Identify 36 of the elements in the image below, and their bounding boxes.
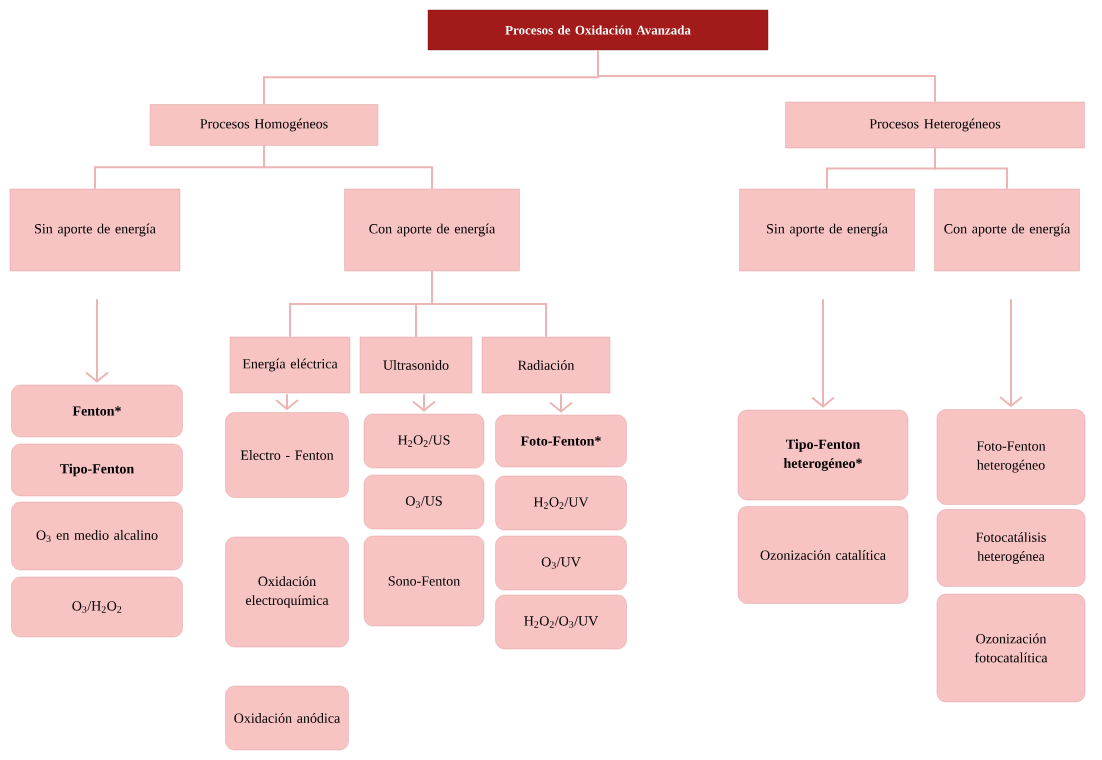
process-box: Fotocatálisis heterogénea — [936, 509, 1086, 587]
process-box: H$_{2}$O$_{2}$/O$_{3}$/UV — [495, 594, 627, 650]
process-box: Oxidación anódica — [225, 685, 349, 751]
process-box: Tipo-Fenton heterogéneo* — [737, 409, 909, 501]
process-box: O$_{3}$/US — [363, 474, 485, 530]
process-box: Ozonización fotocatalítica — [936, 593, 1086, 703]
process-box: Foto-Fenton* — [495, 414, 627, 468]
process-box: Sono-Fenton — [363, 535, 485, 627]
arrow — [999, 298, 1023, 408]
process-box: Tipo-Fenton — [11, 443, 183, 497]
process-box: Electro - Fenton — [225, 412, 349, 498]
category-box: Ultrasonido — [359, 336, 473, 394]
category-box: Procesos Homogéneos — [149, 104, 379, 146]
category-box: Sin aporte de energía — [9, 188, 181, 272]
category-box: Sin aporte de energía — [739, 188, 915, 272]
arrow — [811, 298, 835, 408]
category-box: Procesos Heterogéneos — [785, 101, 1085, 149]
process-box: O$_{3}$ en medio alcalino — [11, 501, 183, 571]
connector-line — [263, 144, 433, 190]
process-box: Foto-Fenton heterogéneo — [936, 409, 1086, 505]
process-box: Oxidación electroquímica — [225, 536, 349, 648]
category-box: Radiación — [481, 336, 611, 394]
arrow — [85, 298, 109, 383]
category-box: Con aporte de energía — [934, 188, 1080, 272]
title-box: Procesos de Oxidación Avanzada — [427, 9, 769, 51]
process-box: O$_{3}$/H$_{2}$O$_{2}$ — [11, 576, 183, 638]
process-box: H$_{2}$O$_{2}$/US — [363, 413, 485, 469]
process-box: Ozonización catalítica — [737, 506, 909, 604]
process-box: Fenton* — [11, 384, 183, 438]
process-box: O$_{3}$/UV — [495, 535, 627, 591]
category-box: Energía eléctrica — [229, 336, 351, 394]
process-box: H$_{2}$O$_{2}$/UV — [495, 475, 627, 531]
category-box: Con aporte de energía — [344, 188, 520, 272]
connector-line — [934, 147, 1008, 190]
connector-line — [431, 270, 547, 338]
connector-line — [597, 49, 936, 103]
